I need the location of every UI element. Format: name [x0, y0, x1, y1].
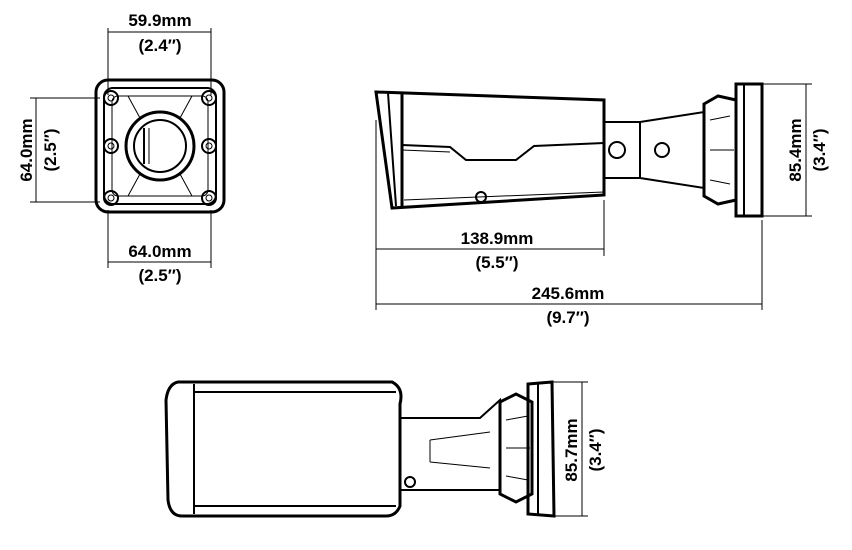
joint-nut [498, 392, 534, 504]
total-length-mm-label: 245.6mm [532, 284, 605, 303]
bottom-width-mm-label: 64.0mm [128, 242, 191, 261]
bottom-width-inch-label: (2.5″) [138, 266, 181, 285]
housing-length-inch-label: (5.5″) [475, 253, 518, 272]
wall-base-plate [734, 82, 764, 218]
screw-icon [608, 141, 626, 159]
lens-ring-inner [133, 119, 187, 173]
mount-plate-outline [94, 78, 226, 214]
top-width-inch-label: (2.4″) [138, 36, 181, 55]
side-mount-height-inch-label: (3.4″) [810, 128, 829, 171]
top-mount-height-inch-label: (3.4″) [586, 428, 605, 471]
screw-icon [103, 90, 119, 106]
lens-ring-outer [124, 110, 196, 182]
screw-icon [103, 138, 119, 154]
top-view: 85.7mm (3.4″) [164, 380, 605, 518]
top-width-mm-label: 59.9mm [128, 11, 191, 30]
side-view: 138.9mm (5.5″) 245.6mm (9.7″) 85.4mm (3.… [374, 82, 829, 327]
screw-icon [103, 190, 119, 206]
screw-icon [404, 476, 416, 488]
top-mount-height-mm-label: 85.7mm [562, 418, 581, 481]
housing-length-mm-label: 138.9mm [461, 229, 534, 248]
housing-top-outline [164, 380, 403, 518]
screw-icon [201, 138, 217, 154]
screw-icon [201, 90, 217, 106]
height-mm-label: 64.0mm [17, 118, 36, 181]
housing-outline [374, 90, 606, 210]
screw-icon [201, 190, 217, 206]
total-length-inch-label: (9.7″) [546, 308, 589, 327]
screw-icon [475, 191, 487, 203]
height-inch-label: (2.5″) [41, 128, 60, 171]
side-mount-height-mm-label: 85.4mm [786, 118, 805, 181]
front-view: 59.9mm (2.4″) 64.0mm (2.5″) 64.0mm (2.5″… [17, 11, 226, 285]
screw-icon [654, 142, 670, 158]
